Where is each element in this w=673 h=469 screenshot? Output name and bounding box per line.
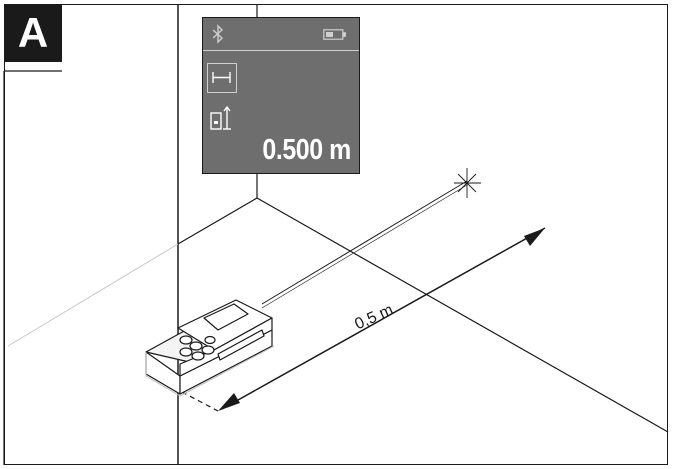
battery-icon — [323, 29, 346, 40]
bluetooth-icon — [212, 24, 224, 44]
laser-target-point — [454, 168, 481, 198]
dimension-arrow-head-end — [524, 228, 545, 246]
length-measure-icon — [212, 72, 231, 83]
display-divider — [203, 50, 359, 51]
laser-distance-meter — [145, 299, 275, 397]
dimension-arrow-line — [221, 227, 546, 410]
dimension-arrow-head-start — [218, 393, 240, 411]
laser-beam-lower — [261, 184, 468, 309]
dimension-extension-line — [181, 391, 219, 412]
figure-label-badge: A — [4, 4, 62, 62]
floor-left-edge — [177, 197, 258, 245]
faint-floor-line — [7, 243, 179, 347]
rear-reference-icon — [210, 105, 231, 130]
floor-right-edge — [256, 197, 669, 433]
device-display-screen: 0.500 m — [202, 17, 360, 174]
laser-beam-upper — [261, 180, 468, 305]
display-mode-box — [207, 63, 237, 93]
display-reading: 0.500 m — [262, 134, 351, 166]
